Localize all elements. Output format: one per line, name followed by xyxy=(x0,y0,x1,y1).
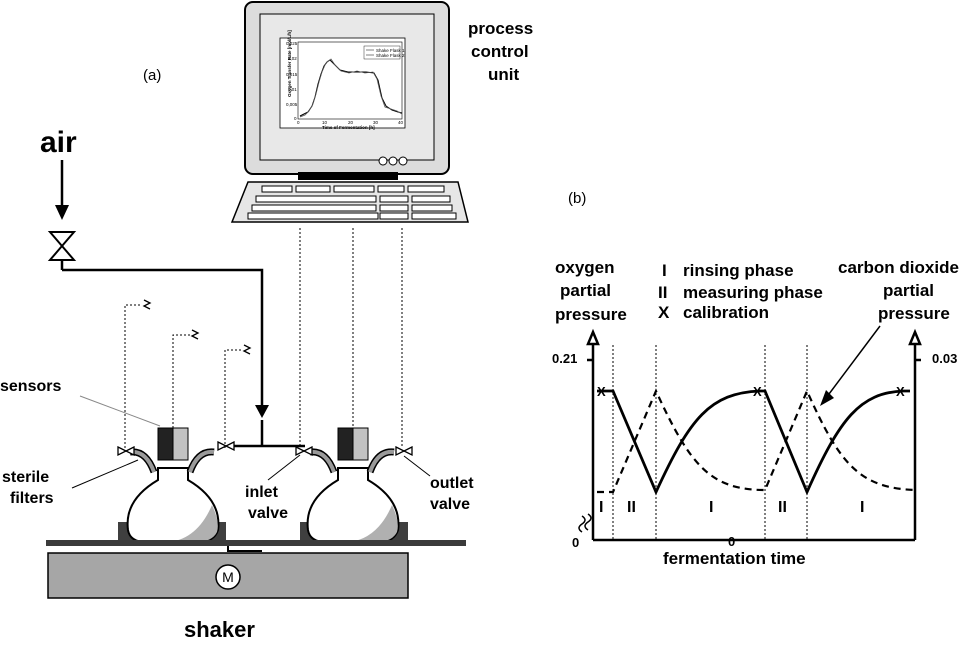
screen-plot: Shake Flask 1 Shake Flask 2 Oxygen Trans… xyxy=(286,30,405,130)
origin-zero-left: 0 xyxy=(572,535,579,550)
outlet-label: outlet xyxy=(430,475,474,492)
panel-a-label: (a) xyxy=(143,67,161,84)
outlet-valve-icon xyxy=(395,445,413,457)
pressure-label-right: pressure xyxy=(878,304,950,323)
phase-label-4: II xyxy=(778,499,787,516)
partial-label-left: partial xyxy=(560,281,611,300)
plot-b-axes xyxy=(586,328,922,542)
filters-pointer xyxy=(71,459,139,489)
oxygen-label: oxygen xyxy=(555,258,615,277)
tick-003: 0.03 xyxy=(932,351,957,366)
origin-zero-mid: 0 xyxy=(728,534,735,549)
fermentation-time-label: fermentation time xyxy=(663,549,806,568)
process-label: process xyxy=(468,19,533,38)
screen-xtick-3: 30 xyxy=(373,120,379,125)
shaker-label: shaker xyxy=(184,617,255,642)
co2-pointer-arrow xyxy=(820,325,881,406)
shake-flask-right xyxy=(300,427,408,543)
air-valve-icon xyxy=(47,231,77,261)
computer-signal-lines xyxy=(299,228,403,448)
legend-sym-X: X xyxy=(658,303,670,322)
air-label: air xyxy=(40,126,77,159)
motor-label: M xyxy=(222,569,234,585)
screen-xlabel: Time of Fermentation [h] xyxy=(322,125,375,130)
phase-label-3: I xyxy=(709,499,713,516)
sensors-label: sensors xyxy=(0,378,61,395)
screen-ytick-0: 0,025 xyxy=(286,41,298,46)
shaker-platform xyxy=(46,540,466,546)
inlet-pointer xyxy=(267,454,301,481)
phase-separators xyxy=(612,345,808,540)
inlet-label: inlet xyxy=(245,484,279,501)
sensors-pointer xyxy=(79,395,161,427)
calibration-marker-3: X xyxy=(896,384,905,399)
pressure-label-left: pressure xyxy=(555,305,627,324)
sterile-filter-valve-icon xyxy=(117,445,135,457)
oxygen-curve xyxy=(597,389,910,496)
partial-label-right: partial xyxy=(883,281,934,300)
inlet-valve-icon xyxy=(295,445,313,457)
screen-ytick-5: 0 xyxy=(294,116,297,121)
inlet-valve-label: valve xyxy=(248,505,288,522)
motor-icon: M xyxy=(215,564,241,590)
sensor-signal-lines-left xyxy=(124,304,242,448)
panel-b-label: (b) xyxy=(568,190,586,207)
calibration-marker-2: X xyxy=(753,384,762,399)
screen-ytick-3: 0,01 xyxy=(288,87,297,92)
screen-xtick-4: 40 xyxy=(398,120,404,125)
phase-label-5: I xyxy=(860,499,864,516)
outlet-pointer xyxy=(403,455,431,477)
unit-label: unit xyxy=(488,65,519,84)
phase-label-2: II xyxy=(627,499,636,516)
legend-sym-I: I xyxy=(662,261,667,280)
tick-021: 0.21 xyxy=(552,351,577,366)
control-label: control xyxy=(471,42,529,61)
carbon-dioxide-label: carbon dioxide xyxy=(838,258,959,277)
legend-text-measuring: measuring phase xyxy=(683,283,823,302)
legend-text-rinsing: rinsing phase xyxy=(683,261,794,280)
motor-shaft xyxy=(227,546,262,552)
outlet-valve-label: valve xyxy=(430,496,470,513)
legend-text-calibration: calibration xyxy=(683,303,769,322)
shake-flask-left xyxy=(118,427,226,543)
screen-curve-2 xyxy=(299,58,403,118)
keyboard xyxy=(230,181,469,223)
legend-sym-II: II xyxy=(658,283,667,302)
screen-ytick-4: 0,005 xyxy=(286,102,298,107)
signal-break-icons xyxy=(142,299,252,355)
screen-xtick-1: 10 xyxy=(322,120,328,125)
air-feed-line xyxy=(55,160,305,448)
sterile-label: sterile xyxy=(2,469,49,486)
filters-label: filters xyxy=(10,490,54,507)
phase-label-1: I xyxy=(599,499,603,516)
screen-legend-2: Shake Flask 2 xyxy=(376,53,405,58)
screen-legend-1: Shake Flask 1 xyxy=(376,48,405,53)
screen-ylabel: Oxygen Transfer Rate [mol/L/h] xyxy=(287,30,292,97)
screen-ytick-2: 0,015 xyxy=(286,72,298,77)
calibration-marker-1: X xyxy=(597,384,606,399)
screen-ytick-1: 0,02 xyxy=(288,56,297,61)
left-flask-inlet-valve-icon xyxy=(217,440,235,452)
screen-xtick-0: 0 xyxy=(297,120,300,125)
screen-legend xyxy=(363,45,401,60)
co2-curve xyxy=(597,388,916,494)
screen-xtick-2: 20 xyxy=(348,120,354,125)
axis-break-icon xyxy=(578,513,592,533)
